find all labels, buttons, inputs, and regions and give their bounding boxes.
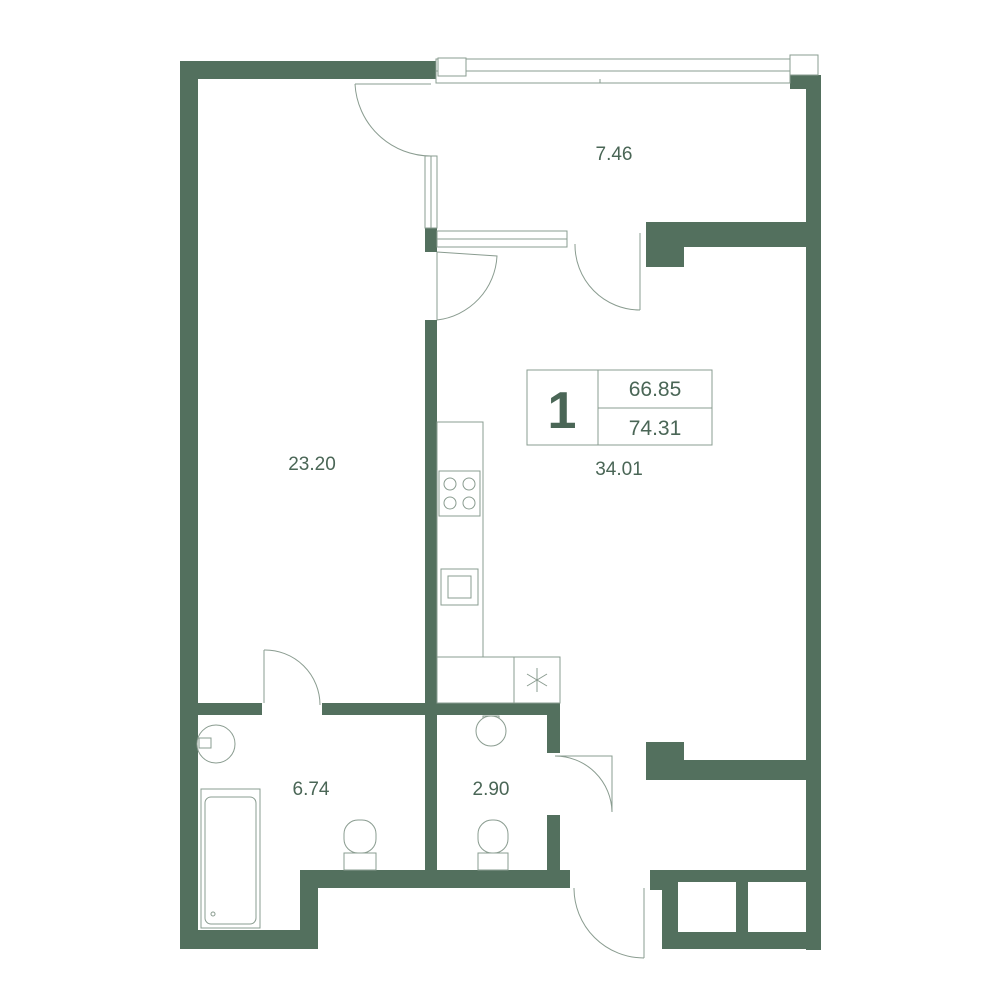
- door-wc: [554, 755, 613, 813]
- room-labels: 7.46 23.20 34.01 6.74 2.90: [288, 144, 643, 800]
- area-balcony: 7.46: [596, 144, 633, 165]
- area-bathroom: 6.74: [293, 779, 330, 800]
- door-bedroom-balcony: [354, 83, 432, 157]
- wall-top-bedroom: [180, 61, 436, 79]
- wall-balcony-pillar: [646, 222, 684, 267]
- bathtub-icon: [200, 788, 261, 929]
- bathroom-sink-icon: [196, 724, 236, 764]
- window-post-left: [437, 57, 467, 77]
- wall-wc-right-bottom: [547, 815, 560, 888]
- area-kitchen-living: 34.01: [595, 459, 643, 480]
- door-bathroom: [263, 649, 321, 706]
- wall-right-corner: [790, 75, 821, 89]
- wall-lower-right: [646, 760, 821, 780]
- living-area: 66.85: [629, 378, 682, 401]
- wall-right: [806, 230, 821, 950]
- fixtures: [196, 421, 561, 929]
- area-toilet: 2.90: [473, 779, 510, 800]
- wall-bottom-right-mid: [736, 870, 748, 949]
- wc-sink-icon: [475, 715, 507, 747]
- wall-bottom-right-left: [662, 870, 678, 949]
- window-post-right: [789, 54, 819, 76]
- wall-bottom-left: [180, 930, 318, 949]
- door-bedroom: [436, 251, 498, 321]
- wall-bedroom-bath-left: [198, 703, 262, 715]
- kitchen-counter: [436, 421, 484, 658]
- ventilation-icon: [526, 668, 548, 692]
- wc-toilet-icon: [477, 819, 509, 871]
- apartment-badge: 1 66.85 74.31: [526, 369, 713, 446]
- kitchen-sink-icon: [440, 568, 479, 606]
- area-bedroom: 23.20: [288, 454, 336, 475]
- wall-bedroom-bath-right: [322, 703, 560, 715]
- room-count: 1: [548, 382, 577, 440]
- wall-lower-pillar: [646, 742, 684, 780]
- walls: [180, 61, 821, 950]
- stove-icon: [438, 470, 481, 517]
- wall-bathroom-step: [300, 870, 318, 949]
- wall-bath-wc: [425, 703, 437, 888]
- kitchen-counter-corner: [436, 656, 561, 704]
- doors: [263, 83, 645, 959]
- wall-wc-right-top: [547, 703, 560, 753]
- wall-bedroom-balcony-stub: [425, 228, 437, 252]
- door-entrance: [573, 887, 645, 959]
- wall-left: [180, 61, 198, 949]
- wall-entrance-stub: [650, 870, 662, 890]
- door-living-balcony: [574, 233, 641, 311]
- wall-bedroom-living: [425, 320, 437, 715]
- windows: [424, 54, 819, 248]
- wall-bottom-right-top: [650, 870, 821, 882]
- wall-right-top: [806, 79, 821, 246]
- bathroom-toilet-icon: [343, 819, 377, 871]
- total-area: 74.31: [629, 417, 682, 440]
